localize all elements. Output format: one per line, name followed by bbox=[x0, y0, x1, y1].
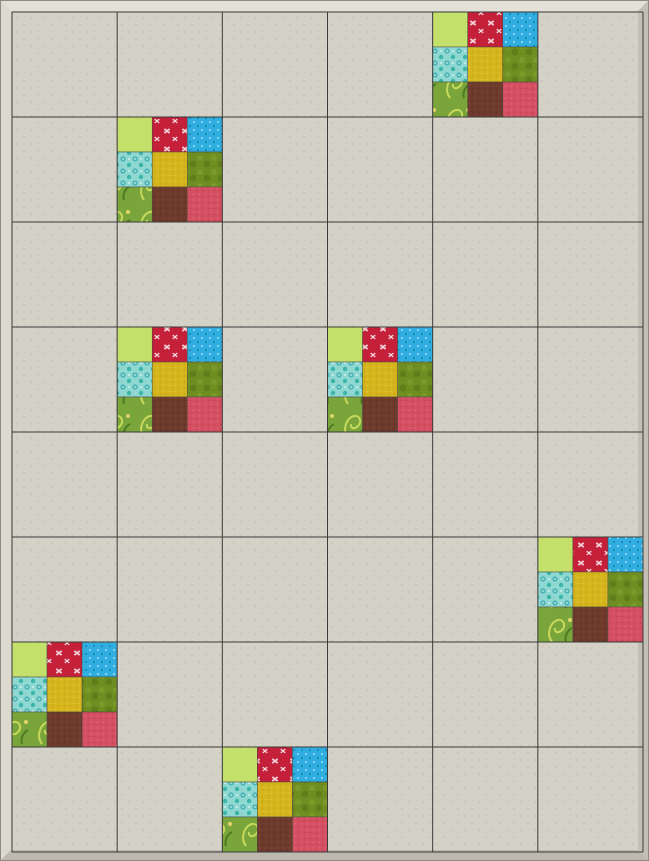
patch-olive-batik bbox=[187, 152, 222, 187]
patch-lime-solid bbox=[12, 642, 47, 677]
patch-green-paisley bbox=[117, 187, 152, 222]
patch-turquoise-dots bbox=[608, 537, 643, 572]
patch-mustard-texture bbox=[363, 362, 398, 397]
patch-aqua-print bbox=[433, 47, 468, 82]
patch-brown-texture bbox=[47, 712, 82, 747]
patch-turquoise-dots bbox=[292, 747, 327, 782]
patch-olive-batik bbox=[292, 782, 327, 817]
patch-coral-texture bbox=[292, 817, 327, 852]
patch-red-floral bbox=[257, 747, 292, 782]
patch-red-floral bbox=[573, 537, 608, 572]
patch-turquoise-dots bbox=[503, 12, 538, 47]
nine-patch-block bbox=[433, 12, 538, 117]
patch-green-paisley bbox=[12, 712, 47, 747]
patch-lime-solid bbox=[117, 327, 152, 362]
patch-aqua-print bbox=[328, 362, 363, 397]
patch-coral-texture bbox=[503, 82, 538, 117]
patch-aqua-print bbox=[538, 572, 573, 607]
patch-coral-texture bbox=[608, 607, 643, 642]
patch-brown-texture bbox=[363, 397, 398, 432]
patch-mustard-texture bbox=[573, 572, 608, 607]
patch-red-floral bbox=[363, 327, 398, 362]
patch-olive-batik bbox=[398, 362, 433, 397]
patch-green-paisley bbox=[117, 397, 152, 432]
nine-patch-block bbox=[12, 642, 117, 747]
nine-patch-block bbox=[222, 747, 327, 852]
patch-green-paisley bbox=[222, 817, 257, 852]
patch-aqua-print bbox=[117, 152, 152, 187]
patch-coral-texture bbox=[187, 187, 222, 222]
patch-mustard-texture bbox=[152, 362, 187, 397]
patch-mustard-texture bbox=[152, 152, 187, 187]
patch-aqua-print bbox=[12, 677, 47, 712]
patch-lime-solid bbox=[328, 327, 363, 362]
patch-coral-texture bbox=[187, 397, 222, 432]
patch-lime-solid bbox=[433, 12, 468, 47]
patch-coral-texture bbox=[398, 397, 433, 432]
nine-patch-block bbox=[538, 537, 643, 642]
border-bevel-left bbox=[1, 1, 11, 860]
patch-mustard-texture bbox=[47, 677, 82, 712]
patch-olive-batik bbox=[187, 362, 222, 397]
patch-brown-texture bbox=[468, 82, 503, 117]
patch-brown-texture bbox=[257, 817, 292, 852]
patch-red-floral bbox=[468, 12, 503, 47]
patch-red-floral bbox=[152, 117, 187, 152]
patch-mustard-texture bbox=[257, 782, 292, 817]
patch-red-floral bbox=[152, 327, 187, 362]
patch-brown-texture bbox=[573, 607, 608, 642]
patch-lime-solid bbox=[117, 117, 152, 152]
patch-brown-texture bbox=[152, 397, 187, 432]
nine-patch-block bbox=[117, 117, 222, 222]
patch-turquoise-dots bbox=[398, 327, 433, 362]
patch-mustard-texture bbox=[468, 47, 503, 82]
patch-olive-batik bbox=[608, 572, 643, 607]
patch-olive-batik bbox=[503, 47, 538, 82]
patch-brown-texture bbox=[152, 187, 187, 222]
nine-patch-block bbox=[117, 327, 222, 432]
patch-red-floral bbox=[47, 642, 82, 677]
patch-coral-texture bbox=[82, 712, 117, 747]
patch-olive-batik bbox=[82, 677, 117, 712]
patch-aqua-print bbox=[222, 782, 257, 817]
patch-green-paisley bbox=[538, 607, 573, 642]
patch-lime-solid bbox=[222, 747, 257, 782]
border-bevel-top bbox=[1, 1, 648, 11]
patch-green-paisley bbox=[328, 397, 363, 432]
patch-turquoise-dots bbox=[187, 117, 222, 152]
patch-aqua-print bbox=[117, 362, 152, 397]
patch-turquoise-dots bbox=[82, 642, 117, 677]
patch-green-paisley bbox=[433, 82, 468, 117]
nine-patch-block bbox=[328, 327, 433, 432]
patch-lime-solid bbox=[538, 537, 573, 572]
patch-turquoise-dots bbox=[187, 327, 222, 362]
